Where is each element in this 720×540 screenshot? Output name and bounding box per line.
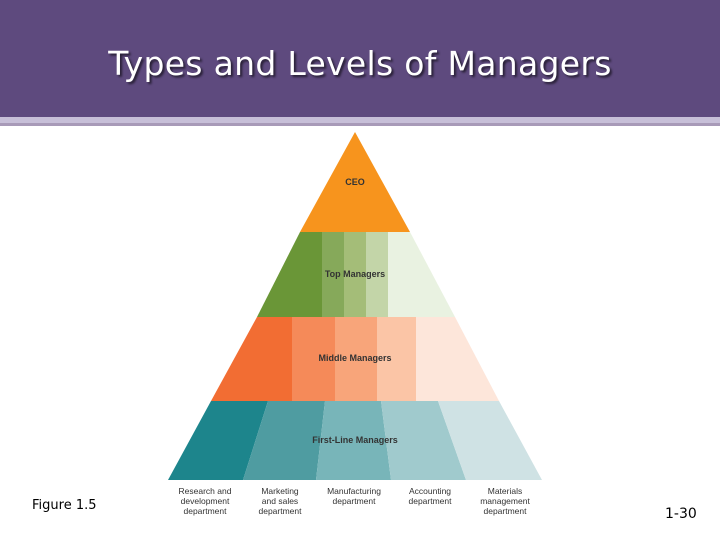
top-segment-3: [344, 232, 366, 317]
title-bar: [0, 0, 720, 117]
department-label-research: Research and development department: [178, 486, 232, 516]
top-segment-1: [257, 232, 322, 317]
middle-managers-label: Middle Managers: [318, 353, 392, 363]
first-segment-4: [381, 401, 466, 480]
first-line-managers-tier: [168, 401, 542, 480]
slide-number: 1-30: [665, 506, 697, 522]
top-segment-4: [366, 232, 388, 317]
middle-segment-3: [335, 317, 377, 401]
figure-caption: Figure 1.5: [32, 498, 97, 513]
middle-managers-tier: [211, 317, 499, 401]
department-label-materials: Materials management department: [480, 486, 530, 516]
top-segment-2: [322, 232, 344, 317]
top-managers-label: Top Managers: [324, 269, 386, 279]
first-line-managers-label: First-Line Managers: [312, 435, 398, 445]
first-segment-1: [168, 401, 268, 480]
department-label-accounting: Accounting department: [408, 486, 452, 506]
ceo-label: CEO: [345, 177, 365, 187]
top-managers-tier: [257, 232, 455, 317]
middle-segment-1: [211, 317, 292, 401]
title-rule: [0, 117, 720, 123]
title-rule-dark: [0, 123, 720, 126]
ceo-segment: [300, 132, 410, 232]
top-segment-5: [388, 232, 455, 317]
middle-segment-4: [377, 317, 416, 401]
middle-segment-2: [292, 317, 335, 401]
department-label-marketing: Marketing and sales department: [258, 486, 302, 516]
first-segment-3: [316, 401, 391, 480]
first-segment-2: [243, 401, 325, 480]
first-segment-5: [438, 401, 542, 480]
department-label-manufacturing: Manufacturing department: [327, 486, 381, 506]
ceo-tier: [300, 132, 410, 232]
slide-title: Types and Levels of Managers: [108, 44, 612, 83]
middle-segment-5: [416, 317, 499, 401]
